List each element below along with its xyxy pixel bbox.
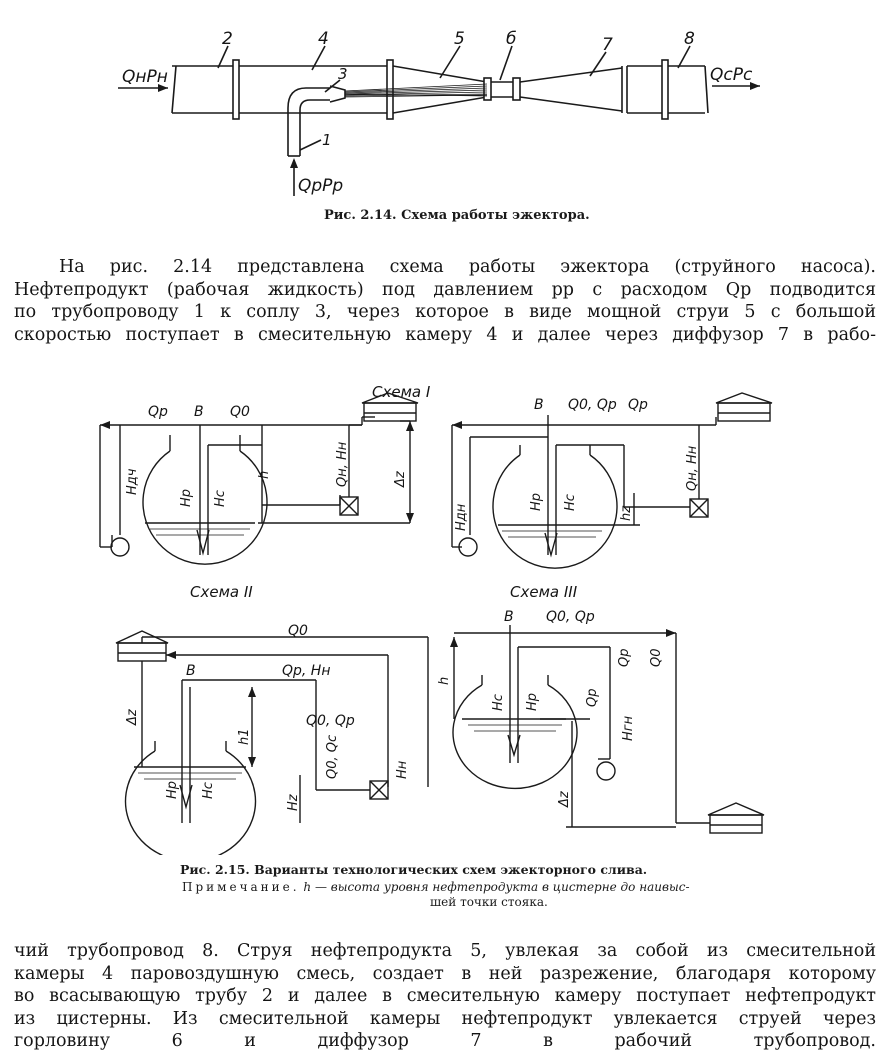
s4-hp: Hр: [525, 693, 540, 711]
label-6: б: [506, 29, 516, 49]
scheme-1: Схема I Qр B Q0 Hдч Hр Hс h Qн, Hн Δz: [99, 383, 431, 565]
label-8: 8: [684, 29, 695, 49]
label-7: 7: [602, 35, 613, 55]
s3-hp: Hр: [165, 781, 180, 799]
note-word: Примечание.: [182, 880, 300, 894]
s3-q0qp: Q0, Qр: [306, 713, 355, 729]
paragraph-2-line-last: горловину 6 и диффузор 7 в рабочий трубо…: [14, 1031, 876, 1051]
s2-hz: hz: [619, 505, 634, 521]
paragraph-1-line: Нефтепродукт (рабочая жидкость) под давл…: [14, 279, 876, 300]
scheme-3: Схема III B Q0, Qр Qр Q0 h: [437, 583, 765, 834]
outlet-label: QсPс: [710, 65, 753, 85]
paragraph-1-line: по трубопроводу 1 к соплу 3, через котор…: [14, 302, 876, 322]
s2-b: B: [534, 397, 544, 413]
s2-hdn: Hдн: [454, 503, 469, 531]
ejector-diagram: 2 4 5 б 7 8 3 1 QнPн QсPс QрPр: [118, 29, 760, 196]
scheme-top-right: B Q0, Qр Qр Hдн Hр Hс hz Qн, Hн: [451, 392, 773, 569]
figure-caption-2-15: Рис. 2.15. Варианты технологических схем…: [180, 862, 648, 877]
inlet-label: QнPн: [122, 67, 168, 87]
s2-hc: Hс: [563, 494, 578, 511]
schemes-diagram: Схема I Qр B Q0 Hдч Hр Hс h Qн, Hн Δz: [99, 383, 773, 855]
s2-qhhh: Qн, Hн: [685, 445, 700, 491]
s3-h1: h1: [237, 728, 252, 745]
label-4: 4: [318, 29, 329, 49]
s4-qp2: Qр: [585, 689, 600, 707]
s3-b: B: [186, 663, 196, 679]
s4-q0: Q0: [649, 648, 664, 667]
s1-h: h: [257, 471, 272, 479]
s1-qhhh: Qн, Hн: [335, 441, 350, 487]
paragraph-1: На рис. 2.14 представлена схема работы э…: [14, 256, 876, 346]
s4-h: h: [437, 677, 452, 685]
scheme-2-title: Схема II: [190, 583, 253, 601]
s2-q0qp: Q0, Qр: [568, 397, 617, 413]
s4-b: B: [504, 609, 514, 625]
paragraph-2-line: во всасывающую трубу 2 и далее в смесите…: [14, 986, 876, 1006]
s4-qp: Qр: [617, 649, 632, 667]
s3-qphh: Qр, Hн: [282, 663, 331, 679]
s3-hz: Hz: [286, 793, 301, 811]
figure-caption-2-14: Рис. 2.14. Схема работы эжектора.: [324, 208, 590, 223]
paragraph-2: чий трубопровод 8. Струя нефтепродукта 5…: [14, 940, 876, 1053]
paragraph-2-line: из цистерны. Из смесительной камеры нефт…: [14, 1008, 876, 1029]
scheme-1-title: Схема I: [372, 383, 431, 401]
label-5: 5: [454, 29, 465, 49]
s1-b: B: [194, 404, 204, 420]
note-text: h — высота уровня нефтепродукта в цистер…: [303, 880, 690, 894]
figure-note-cont: шей точки стояка.: [430, 895, 548, 909]
label-2: 2: [222, 29, 233, 49]
s1-dz: Δz: [393, 470, 408, 488]
paragraph-1-line: скоростью поступает в смесительную камер…: [14, 324, 876, 345]
s2-hp: Hр: [529, 493, 544, 511]
scheme-3-title: Схема III: [510, 583, 578, 601]
s3-q0: Q0: [288, 623, 308, 639]
s1-hp: Hр: [179, 489, 194, 507]
s4-hgn: Hгн: [621, 715, 636, 741]
s3-dz: Δz: [125, 708, 140, 726]
s1-q0: Q0: [230, 404, 250, 420]
s3-hc: Hс: [201, 782, 216, 799]
scheme-2: Схема II Q0 B Qр,: [115, 583, 429, 855]
figure-note: Примечание. h — высота уровня нефтепроду…: [182, 880, 690, 894]
s4-dz: Δz: [557, 790, 572, 808]
s1-hdch: Hдч: [125, 468, 140, 495]
worker-label: QрPр: [298, 176, 343, 196]
s4-hc: Hс: [491, 694, 506, 711]
s1-qp: Qр: [148, 404, 168, 420]
paragraph-1-line: На рис. 2.14 представлена схема работы э…: [59, 257, 876, 277]
s2-qp: Qр: [628, 397, 648, 413]
label-3: 3: [338, 65, 348, 83]
paragraph-2-line: камеры 4 паровоздушную смесь, создает в …: [14, 963, 876, 984]
paragraph-2-line: чий трубопровод 8. Струя нефтепродукта 5…: [14, 941, 876, 961]
s1-hc: Hс: [213, 490, 228, 507]
s4-q0qp: Q0, Qр: [546, 609, 595, 625]
s3-hn: Hн: [395, 760, 410, 779]
label-1: 1: [322, 131, 332, 149]
s3-q0qc: Q0, Qс: [325, 735, 340, 779]
